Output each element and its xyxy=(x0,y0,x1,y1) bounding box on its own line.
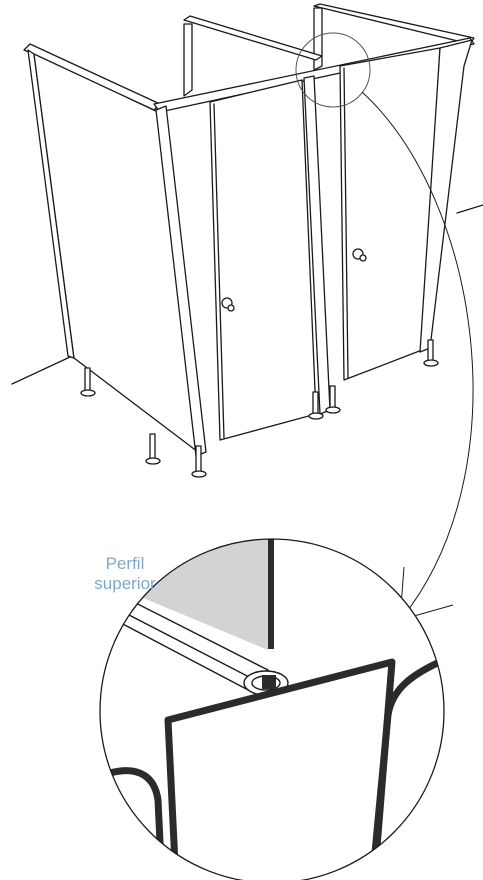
door-knob-icon xyxy=(352,248,367,262)
callout-arrow xyxy=(361,91,474,619)
detail-view-frame xyxy=(99,538,445,880)
pedestal-foot-icon xyxy=(325,385,341,414)
zoom-indicator-circle xyxy=(295,32,371,108)
back-panel-left xyxy=(183,23,193,97)
pedestal-foot-icon xyxy=(145,433,161,465)
ground-line-left xyxy=(11,356,71,385)
top-rail-back xyxy=(183,15,323,61)
top-rail-right xyxy=(313,3,475,45)
cubicle-illustration xyxy=(11,3,483,478)
door-1 xyxy=(209,79,317,441)
profile-bracket xyxy=(262,675,276,689)
pedestal-foot-icon xyxy=(423,339,439,367)
front-pilaster-right xyxy=(419,39,473,353)
callout-label-line-2: superior xyxy=(94,574,156,593)
door-2-edge xyxy=(343,67,349,379)
ground-line-right xyxy=(456,204,483,214)
door-knob-icon xyxy=(221,297,235,312)
pedestal-foot-icon xyxy=(80,367,96,397)
pedestal-foot-icon xyxy=(191,445,207,478)
callout-label: Perfil superior xyxy=(80,554,170,594)
left-panel-edge xyxy=(109,767,166,880)
pedestal-foot-icon xyxy=(308,391,324,420)
pilaster-edge xyxy=(268,539,274,649)
back-panel-right xyxy=(313,7,323,71)
front-door-panel xyxy=(164,658,396,880)
front-pilaster-left xyxy=(155,105,207,457)
door-1-edge xyxy=(213,103,225,439)
right-panel-edge xyxy=(368,656,444,880)
callout-label-line-1: Perfil xyxy=(105,554,145,573)
